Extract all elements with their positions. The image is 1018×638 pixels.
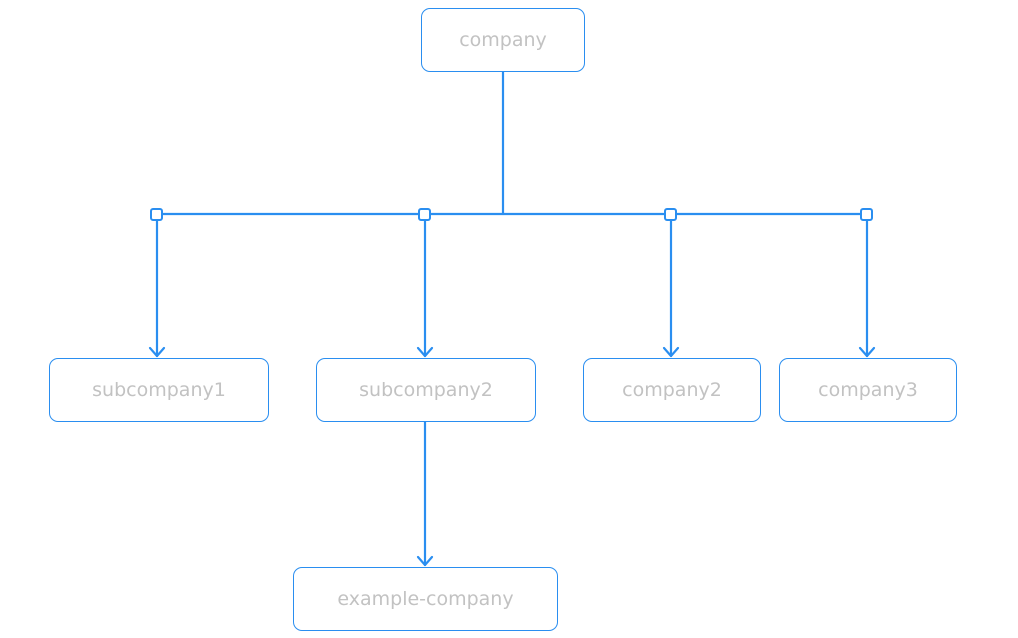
node-label: company (459, 29, 547, 51)
node-company2[interactable]: company2 (583, 358, 761, 422)
node-label: example-company (337, 588, 514, 610)
arrowhead-example-company (416, 555, 434, 567)
arrowhead-subcompany1 (148, 346, 166, 358)
junction-handle-subcompany1[interactable] (150, 208, 163, 221)
junction-handle-company3[interactable] (860, 208, 873, 221)
junction-handle-company2[interactable] (664, 208, 677, 221)
arrowhead-company2 (662, 346, 680, 358)
node-label: subcompany1 (92, 379, 226, 401)
node-label: company3 (818, 379, 918, 401)
arrowhead-subcompany2 (416, 346, 434, 358)
node-company[interactable]: company (421, 8, 585, 72)
node-label: subcompany2 (359, 379, 493, 401)
junction-handle-subcompany2[interactable] (418, 208, 431, 221)
node-label: company2 (622, 379, 722, 401)
node-subcompany1[interactable]: subcompany1 (49, 358, 269, 422)
arrowhead-company3 (858, 346, 876, 358)
node-company3[interactable]: company3 (779, 358, 957, 422)
node-subcompany2[interactable]: subcompany2 (316, 358, 536, 422)
node-example-company[interactable]: example-company (293, 567, 558, 631)
